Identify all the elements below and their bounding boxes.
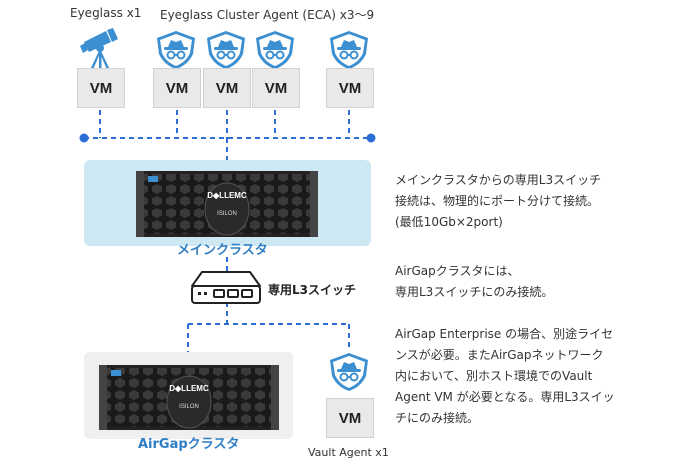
spy-shield-icon	[330, 31, 368, 69]
eca-label: Eyeglass Cluster Agent (ECA) x3～9	[160, 8, 375, 22]
server-icon: D◆LLEMC ISILON	[136, 171, 318, 237]
spy-shield-icon	[256, 31, 294, 69]
desc-line: AirGap Enterprise の場合、別途ライセ	[395, 327, 614, 341]
storage-model: ISILON	[179, 404, 199, 410]
desc-line: 専用L3スイッチにのみ接続。	[395, 285, 554, 299]
switch-icon	[191, 271, 261, 304]
desc-line: メインクラスタからの専用L3スイッチ	[395, 173, 602, 187]
vm-eca-1: VM	[153, 68, 201, 108]
spy-shield-icon	[330, 353, 368, 391]
spy-shield-icon	[207, 31, 245, 69]
vm-label: VM	[338, 409, 362, 427]
switch-label: 専用L3スイッチ	[268, 283, 356, 297]
desc-line: (最低10Gb×2port)	[395, 215, 503, 229]
storage-model: ISILON	[217, 211, 237, 217]
endpoint-right	[366, 133, 376, 143]
description-airgap-cluster: AirGapクラスタには、 専用L3スイッチにのみ接続。	[395, 261, 655, 303]
desc-line: 内において、別ホスト環境でのVault	[395, 369, 593, 383]
vm-eyeglass: VM	[77, 68, 125, 108]
storage-logo: D◆LLEMC	[169, 384, 209, 393]
vm-label: VM	[89, 79, 113, 97]
vm-eca-2: VM	[203, 68, 251, 108]
vm-eca-3: VM	[252, 68, 300, 108]
vm-label: VM	[165, 79, 189, 97]
vm-label: VM	[215, 79, 239, 97]
spy-shield-icon	[157, 31, 195, 69]
eyeglass-label: Eyeglass x1	[70, 6, 142, 20]
airgap-cluster-label: AirGapクラスタ	[138, 437, 240, 452]
vm-label: VM	[338, 79, 362, 97]
desc-line: ンスが必要。またAirGapネットワーク	[395, 348, 604, 362]
vm-label: VM	[264, 79, 288, 97]
desc-line: チにのみ接続。	[395, 411, 480, 425]
endpoint-left	[79, 133, 89, 143]
storage-logo: D◆LLEMC	[207, 191, 247, 200]
description-vault-agent: AirGap Enterprise の場合、別途ライセ ンスが必要。またAirG…	[395, 324, 655, 429]
vault-agent-label: Vault Agent x1	[308, 446, 389, 459]
vm-eca-4: VM	[326, 68, 374, 108]
server-icon: D◆LLEMC ISILON	[99, 365, 279, 430]
description-main-cluster: メインクラスタからの専用L3スイッチ 接続は、物理的にポート分けて接続。 (最低…	[395, 170, 655, 233]
desc-line: Agent VM が必要となる。専用L3スイッ	[395, 390, 615, 404]
desc-line: 接続は、物理的にポート分けて接続。	[395, 194, 600, 208]
main-cluster-label: メインクラスタ	[177, 243, 268, 258]
vm-vault-agent: VM	[326, 398, 374, 438]
desc-line: AirGapクラスタには、	[395, 264, 520, 278]
telescope-icon	[80, 28, 118, 72]
